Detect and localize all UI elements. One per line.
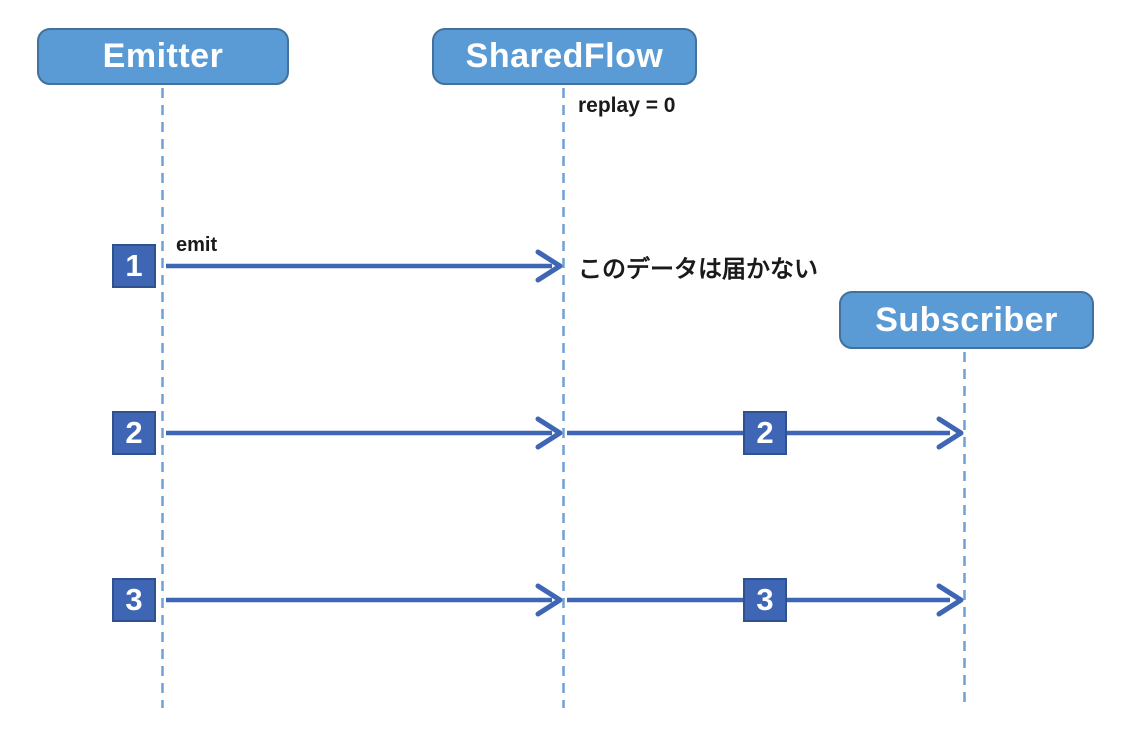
message-3-forward-arrowhead-icon xyxy=(936,583,964,617)
sequence-marker-3-forward: 3 xyxy=(743,578,787,622)
message-2-forward-arrowhead-icon xyxy=(936,416,964,450)
sequence-marker-3-emitter: 3 xyxy=(112,578,156,622)
emit-label: emit xyxy=(176,234,218,256)
sequence-marker-2-emitter-label: 2 xyxy=(125,415,143,450)
actor-box-subscriber: Subscriber xyxy=(839,291,1094,349)
sequence-marker-3-emitter-label: 3 xyxy=(125,582,143,617)
message-1-arrowhead-icon xyxy=(535,249,563,283)
undelivered-note: このデータは届かない xyxy=(578,256,818,283)
sequence-marker-2-forward-label: 2 xyxy=(756,415,774,450)
sequence-marker-1: 1 xyxy=(112,244,156,288)
sequence-marker-1-label: 1 xyxy=(125,248,143,283)
actor-label-emitter: Emitter xyxy=(102,37,224,75)
actor-label-sharedflow: SharedFlow xyxy=(465,37,664,75)
actor-box-sharedflow: SharedFlow xyxy=(432,28,697,85)
replay-annotation: replay = 0 xyxy=(578,94,676,117)
sequence-marker-2-emitter: 2 xyxy=(112,411,156,455)
actor-label-subscriber: Subscriber xyxy=(875,300,1058,339)
message-3-arrowhead-icon xyxy=(535,583,563,617)
sequence-marker-3-forward-label: 3 xyxy=(756,582,774,617)
message-2-arrowhead-icon xyxy=(535,416,563,450)
sequence-marker-2-forward: 2 xyxy=(743,411,787,455)
actor-box-emitter: Emitter xyxy=(37,28,289,85)
